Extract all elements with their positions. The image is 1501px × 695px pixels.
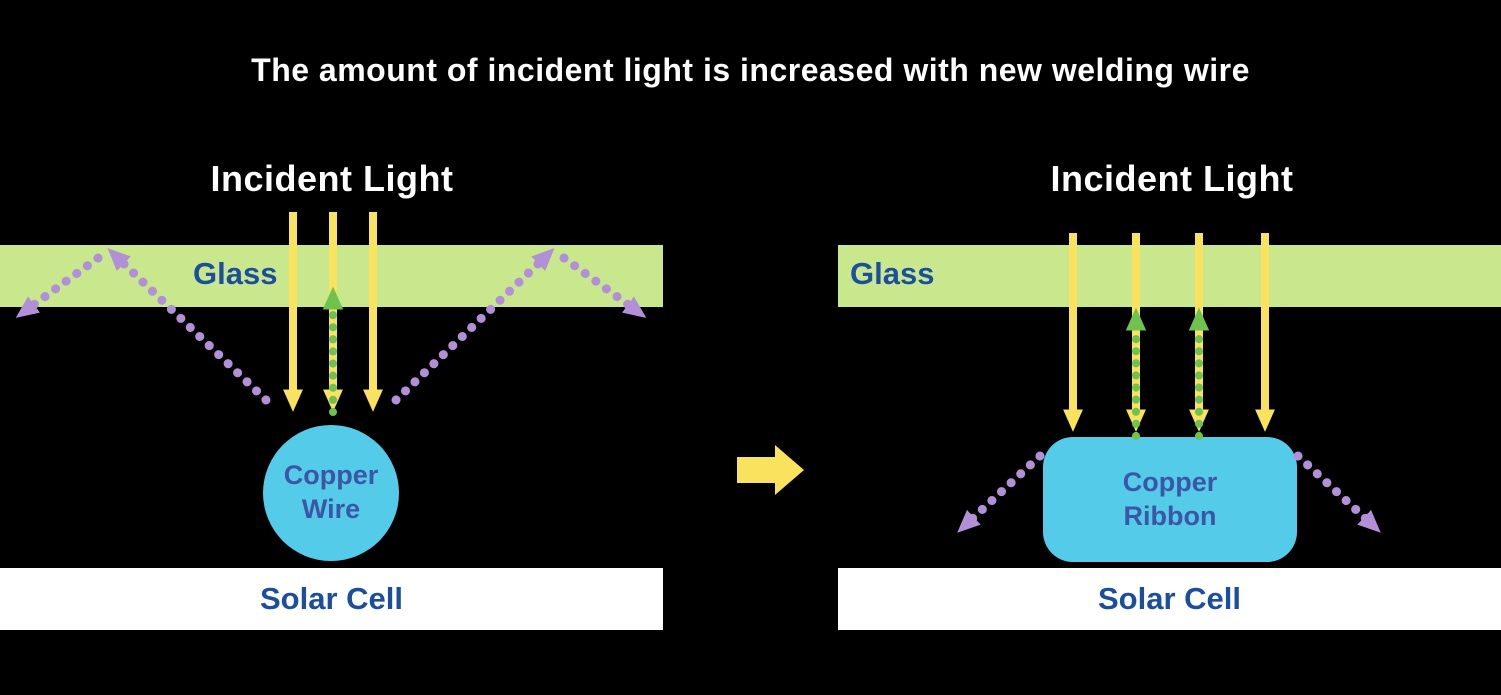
copper-wire-shape: Copper Wire <box>263 425 399 561</box>
transition-arrow-icon <box>737 445 804 495</box>
glass-layer-after <box>838 245 1501 307</box>
diagram-title: The amount of incident light is increase… <box>251 52 1250 88</box>
reflected-light-arrows-after <box>1125 307 1210 440</box>
solar-cell-bar-after: Solar Cell <box>838 568 1501 630</box>
glass-label-before: Glass <box>193 256 278 291</box>
solar-cell-label-after: Solar Cell <box>1098 581 1241 616</box>
incident-light-heading-before: Incident Light <box>210 158 454 199</box>
copper-ribbon-label-line1: Copper <box>1122 466 1218 497</box>
glass-layer-before <box>0 245 663 307</box>
incident-light-heading-after: Incident Light <box>1050 158 1294 199</box>
copper-wire-label-line2: Wire <box>301 494 361 524</box>
solar-cell-label-before: Solar Cell <box>260 581 403 616</box>
copper-ribbon-label-line2: Ribbon <box>1123 500 1217 531</box>
scattered-ray-icon <box>1293 451 1381 533</box>
copper-wire-label-line1: Copper <box>283 460 379 491</box>
glass-label-after: Glass <box>850 256 935 291</box>
solar-cell-bar-before: Solar Cell <box>0 568 663 630</box>
scattered-ray-icon <box>957 451 1045 533</box>
copper-ribbon-shape: Copper Ribbon <box>1043 437 1297 562</box>
